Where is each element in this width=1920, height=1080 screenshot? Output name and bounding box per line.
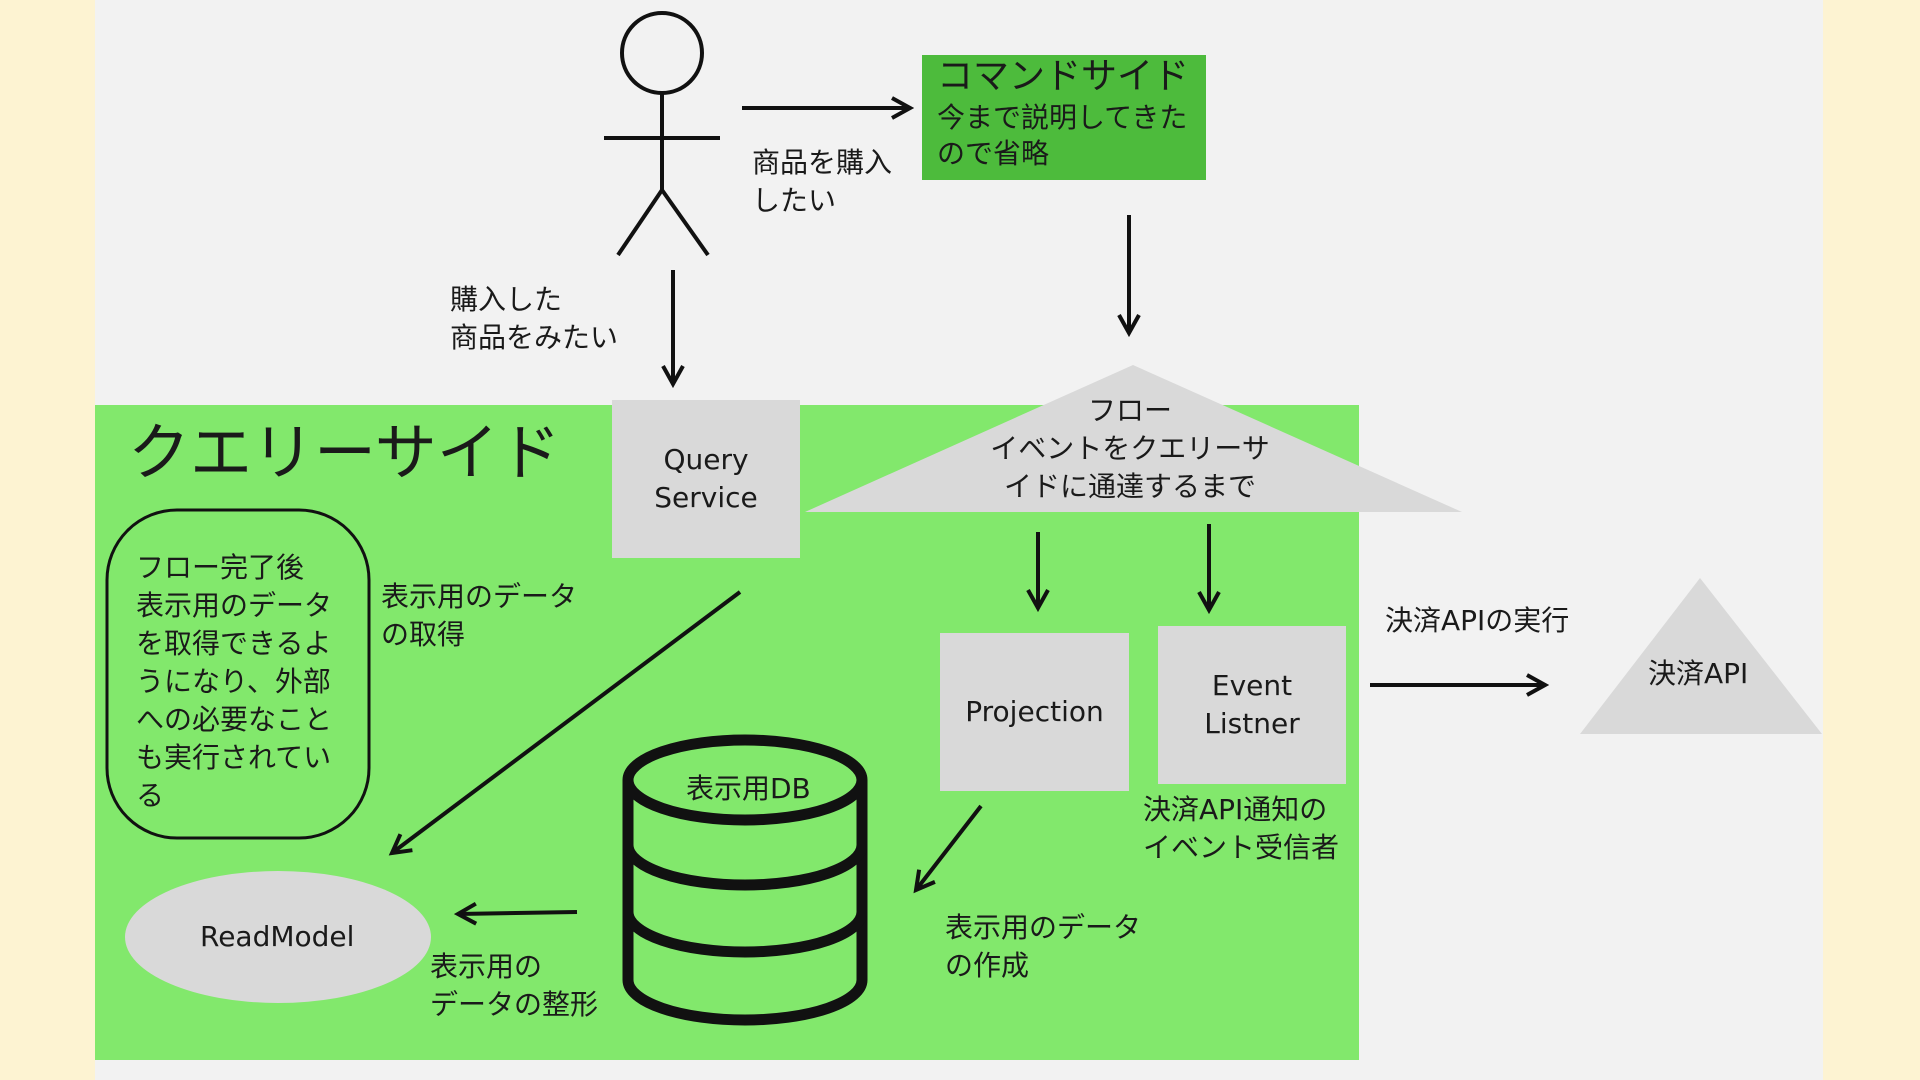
flow-complete-note — [105, 508, 371, 840]
command-side-box — [922, 55, 1206, 180]
command-side-title: コマンドサイド — [937, 56, 1190, 97]
payment-api-label: 決済API — [1648, 657, 1749, 690]
query-side-title: クエリーサイド — [128, 416, 561, 489]
arrow-query-to-readmodel — [392, 590, 742, 853]
event-listener-box: Event Listner — [1158, 626, 1346, 784]
flow-complete-note-text: フロー完了後 表示用のデータ を取得できるよ うになり、外部 への必要なこと も… — [136, 551, 333, 812]
flow-triangle — [805, 365, 1462, 512]
label-listener-caption: 決済API通知の イベント受信者 — [1143, 793, 1340, 864]
arrow-projection-to-db — [916, 804, 983, 890]
flow-triangle-label: フロー イベントをクエリーサ イドに通達するまで — [990, 394, 1270, 503]
read-model-ellipse — [125, 871, 431, 1003]
arrow-db-to-readmodel — [458, 912, 578, 914]
display-db-icon — [622, 734, 868, 1026]
command-side-body: 今まで説明してきた ので省略 — [937, 101, 1188, 170]
label-format-display-data: 表示用の データの整形 — [430, 950, 599, 1021]
label-want-to-buy: 商品を購入 したい — [752, 146, 893, 217]
payment-api-triangle — [1580, 578, 1822, 734]
actor-icon — [604, 11, 720, 257]
label-get-display-data: 表示用のデータ の取得 — [381, 580, 578, 651]
projection-box: Projection — [940, 633, 1129, 791]
label-want-to-see: 購入した 商品をみたい — [450, 283, 619, 354]
read-model-label: ReadModel — [200, 920, 355, 953]
label-execute-payment: 決済APIの実行 — [1385, 604, 1570, 637]
query-service-box: Query Service — [612, 400, 800, 558]
display-db-label: 表示用DB — [686, 772, 811, 805]
label-create-display-data: 表示用のデータ の作成 — [945, 911, 1142, 982]
